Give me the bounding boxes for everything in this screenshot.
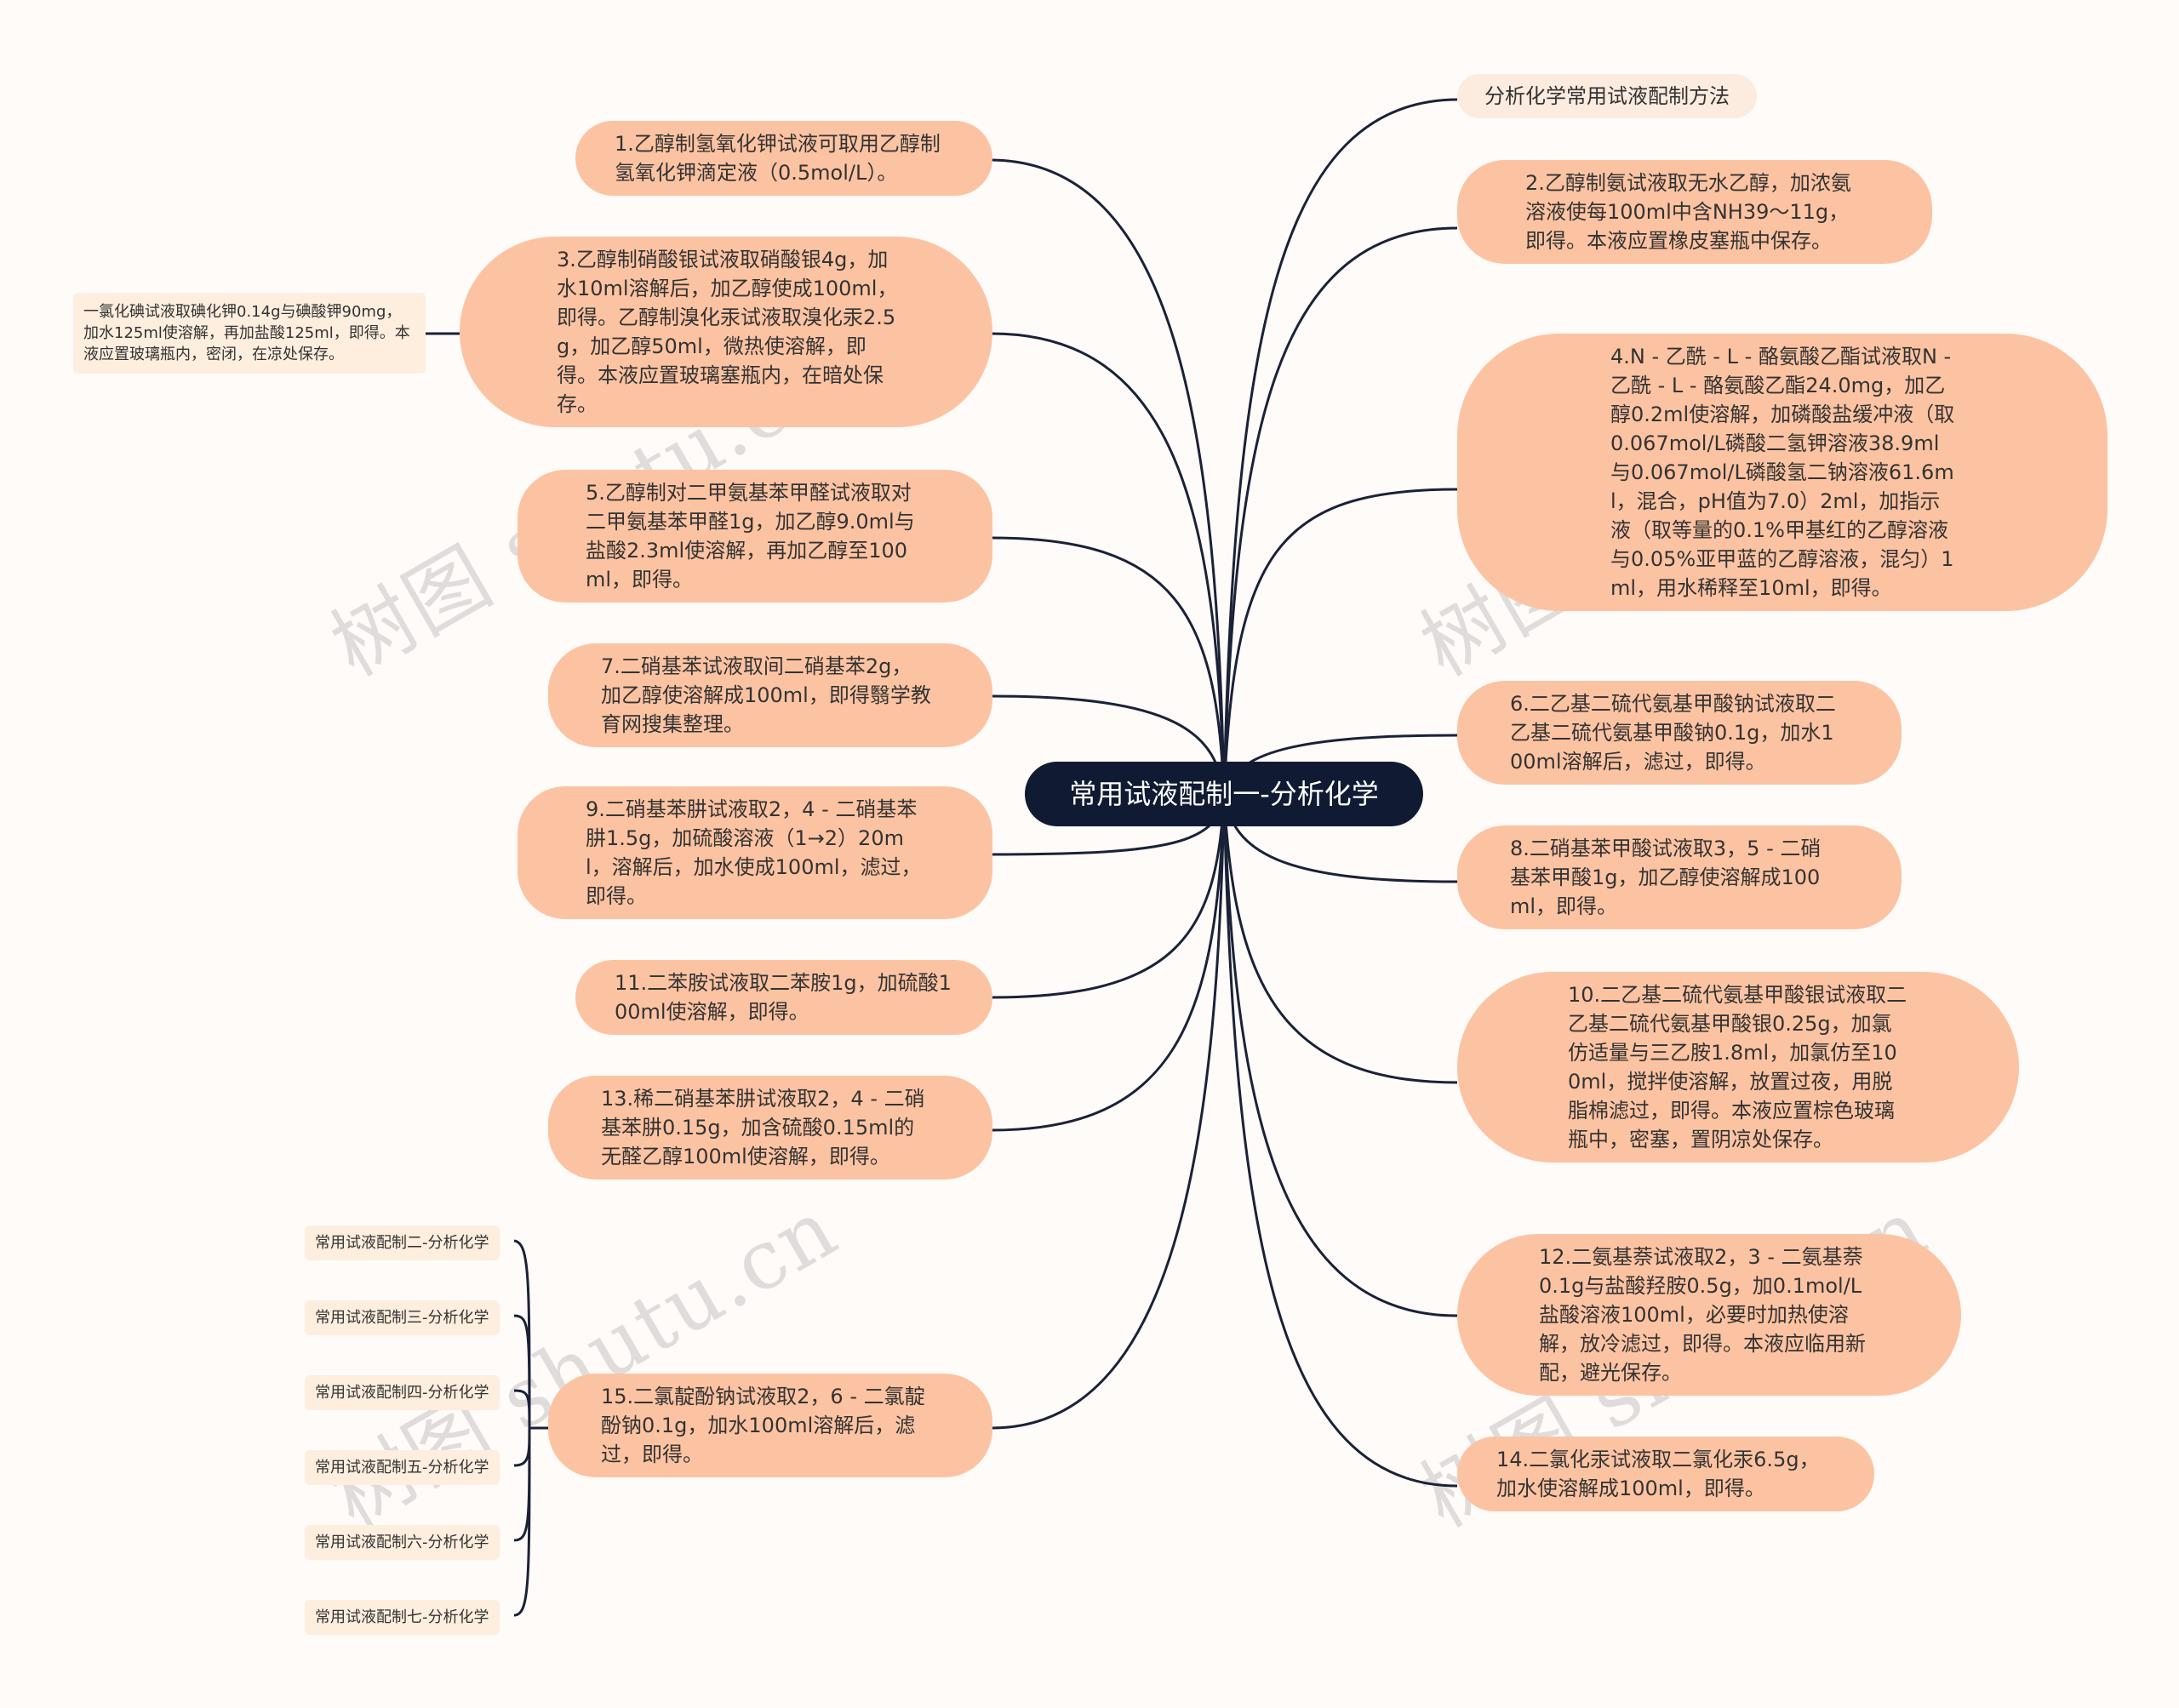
topic-node-3-text: 3.乙醇制硝酸银试液取硝酸银4g，加水10ml溶解后，加乙醇使成100ml，即得… — [557, 248, 898, 416]
root-node[interactable]: 常用试液配制一-分析化学 — [1025, 762, 1423, 826]
topic-node-4-text: 4.N - 乙酰 - L - 酪氨酸乙酯试液取N - 乙酰 - L - 酪氨酸乙… — [1610, 345, 1955, 600]
related-link-4[interactable]: 常用试液配制四-分析化学 — [305, 1375, 500, 1410]
connector-title — [1222, 98, 1458, 797]
topic-node-10-text: 10.二乙基二硫代氨基甲酸银试液取二乙基二硫代氨基甲酸银0.25g，加氯仿适量与… — [1568, 983, 1907, 1151]
topic-node-13[interactable]: 13.稀二硝基苯肼试液取2，4 - 二硝基苯肼0.15g，加含硫酸0.15ml的… — [548, 1076, 992, 1180]
topic-node-3[interactable]: 3.乙醇制硝酸银试液取硝酸银4g，加水10ml溶解后，加乙醇使成100ml，即得… — [460, 237, 992, 427]
connector-n13 — [991, 795, 1226, 1132]
root-label: 常用试液配制一-分析化学 — [1069, 778, 1379, 810]
connector-n5 — [991, 536, 1226, 797]
leaf-node-text: 一氯化碘试液取碘化钾0.14g与碘酸钾90mg，加水125ml使溶解，再加盐酸1… — [83, 303, 410, 363]
topic-node-15-text: 15.二氯靛酚钠试液取2，6 - 二氯靛酚钠0.1g，加水100ml溶解后，滤过… — [601, 1385, 925, 1466]
connector-n2 — [1222, 226, 1458, 797]
topic-node-11[interactable]: 11.二苯胺试液取二苯胺1g，加硫酸100ml使溶解，即得。 — [575, 960, 992, 1035]
related-link-label: 常用试液配制四-分析化学 — [315, 1384, 489, 1402]
connector-related-5 — [513, 1427, 531, 1542]
topic-node-9[interactable]: 9.二硝基苯肼试液取2，4 - 二硝基苯肼1.5g，加硫酸溶液（1→2）20ml… — [518, 786, 992, 919]
connector-n15 — [991, 795, 1226, 1430]
topic-node-10[interactable]: 10.二乙基二硫代氨基甲酸银试液取二乙基二硫代氨基甲酸银0.25g，加氯仿适量与… — [1457, 972, 2019, 1162]
related-link-5[interactable]: 常用试液配制五-分析化学 — [305, 1450, 500, 1485]
connector-related-4 — [513, 1427, 531, 1467]
related-link-6[interactable]: 常用试液配制六-分析化学 — [305, 1525, 500, 1560]
topic-node-1-text: 1.乙醇制氢氧化钾试液可取用乙醇制氢氧化钾滴定液（0.5mol/L）。 — [615, 132, 941, 185]
topic-node-9-text: 9.二硝基苯肼试液取2，4 - 二硝基苯肼1.5g，加硫酸溶液（1→2）20ml… — [586, 797, 922, 908]
topic-node-12[interactable]: 12.二氨基萘试液取2，3 - 二氨基萘0.1g与盐酸羟胺0.5g，加0.1mo… — [1457, 1234, 1961, 1396]
topic-node-11-text: 11.二苯胺试液取二苯胺1g，加硫酸100ml使溶解，即得。 — [615, 971, 952, 1024]
topic-node-4[interactable]: 4.N - 乙酰 - L - 酪氨酸乙酯试液取N - 乙酰 - L - 酪氨酸乙… — [1457, 334, 2108, 611]
topic-node-7-text: 7.二硝基苯试液取间二硝基苯2g，加乙醇使溶解成100ml，即得翳学教育网搜集整… — [601, 654, 931, 736]
title-node-label: 分析化学常用试液配制方法 — [1484, 84, 1730, 108]
connector-n3 — [991, 332, 1226, 797]
topic-node-6[interactable]: 6.二乙基二硫代氨基甲酸钠试液取二乙基二硫代氨基甲酸钠0.1g，加水100ml溶… — [1457, 681, 1902, 785]
connector-n14 — [1222, 795, 1458, 1488]
related-link-7[interactable]: 常用试液配制七-分析化学 — [305, 1600, 500, 1635]
topic-node-5-text: 5.乙醇制对二甲氨基苯甲醛试液取对二甲氨基苯甲醛1g，加乙醇9.0ml与盐酸2.… — [586, 481, 915, 591]
connector-n11 — [991, 795, 1226, 999]
connector-n12 — [1222, 795, 1458, 1317]
connector-related-6 — [513, 1427, 531, 1617]
related-link-3[interactable]: 常用试液配制三-分析化学 — [305, 1300, 500, 1335]
topic-node-2-text: 2.乙醇制氨试液取无水乙醇，加浓氨溶液使每100ml中含NH39～11g，即得。… — [1525, 171, 1851, 253]
title-node[interactable]: 分析化学常用试液配制方法 — [1457, 74, 1757, 118]
connector-n10 — [1222, 795, 1458, 1084]
topic-node-13-text: 13.稀二硝基苯肼试液取2，4 - 二硝基苯肼0.15g，加含硫酸0.15ml的… — [601, 1087, 925, 1168]
connector-related-3 — [513, 1389, 531, 1429]
topic-node-2[interactable]: 2.乙醇制氨试液取无水乙醇，加浓氨溶液使每100ml中含NH39～11g，即得。… — [1457, 160, 1932, 264]
topic-node-6-text: 6.二乙基二硫代氨基甲酸钠试液取二乙基二硫代氨基甲酸钠0.1g，加水100ml溶… — [1510, 692, 1836, 774]
connector-n4 — [1222, 488, 1458, 797]
related-link-label: 常用试液配制三-分析化学 — [315, 1309, 489, 1327]
topic-node-7[interactable]: 7.二硝基苯试液取间二硝基苯2g，加乙醇使溶解成100ml，即得翳学教育网搜集整… — [548, 643, 992, 747]
related-link-label: 常用试液配制二-分析化学 — [315, 1234, 489, 1252]
related-link-label: 常用试液配制六-分析化学 — [315, 1534, 489, 1551]
topic-node-14[interactable]: 14.二氯化汞试液取二氯化汞6.5g，加水使溶解成100ml，即得。 — [1457, 1437, 1874, 1511]
topic-node-8[interactable]: 8.二硝基苯甲酸试液取3，5 - 二硝基苯甲酸1g，加乙醇使溶解成100ml，即… — [1457, 825, 1902, 929]
topic-node-8-text: 8.二硝基苯甲酸试液取3，5 - 二硝基苯甲酸1g，加乙醇使溶解成100ml，即… — [1510, 837, 1822, 918]
related-link-2[interactable]: 常用试液配制二-分析化学 — [305, 1225, 500, 1260]
topic-node-14-text: 14.二氯化汞试液取二氯化汞6.5g，加水使溶解成100ml，即得。 — [1496, 1448, 1820, 1500]
connector-related-2 — [513, 1314, 531, 1429]
topic-node-12-text: 12.二氨基萘试液取2，3 - 二氨基萘0.1g与盐酸羟胺0.5g，加0.1mo… — [1539, 1245, 1866, 1385]
related-link-label: 常用试液配制七-分析化学 — [315, 1608, 489, 1626]
topic-node-1[interactable]: 1.乙醇制氢氧化钾试液可取用乙醇制氢氧化钾滴定液（0.5mol/L）。 — [575, 121, 992, 196]
connector-n1 — [991, 158, 1226, 797]
topic-node-5[interactable]: 5.乙醇制对二甲氨基苯甲醛试液取对二甲氨基苯甲醛1g，加乙醇9.0ml与盐酸2.… — [518, 470, 992, 603]
related-link-label: 常用试液配制五-分析化学 — [315, 1459, 489, 1477]
leaf-node-iodine-monochloride[interactable]: 一氯化碘试液取碘化钾0.14g与碘酸钾90mg，加水125ml使溶解，再加盐酸1… — [73, 293, 426, 374]
topic-node-15[interactable]: 15.二氯靛酚钠试液取2，6 - 二氯靛酚钠0.1g，加水100ml溶解后，滤过… — [548, 1374, 992, 1477]
